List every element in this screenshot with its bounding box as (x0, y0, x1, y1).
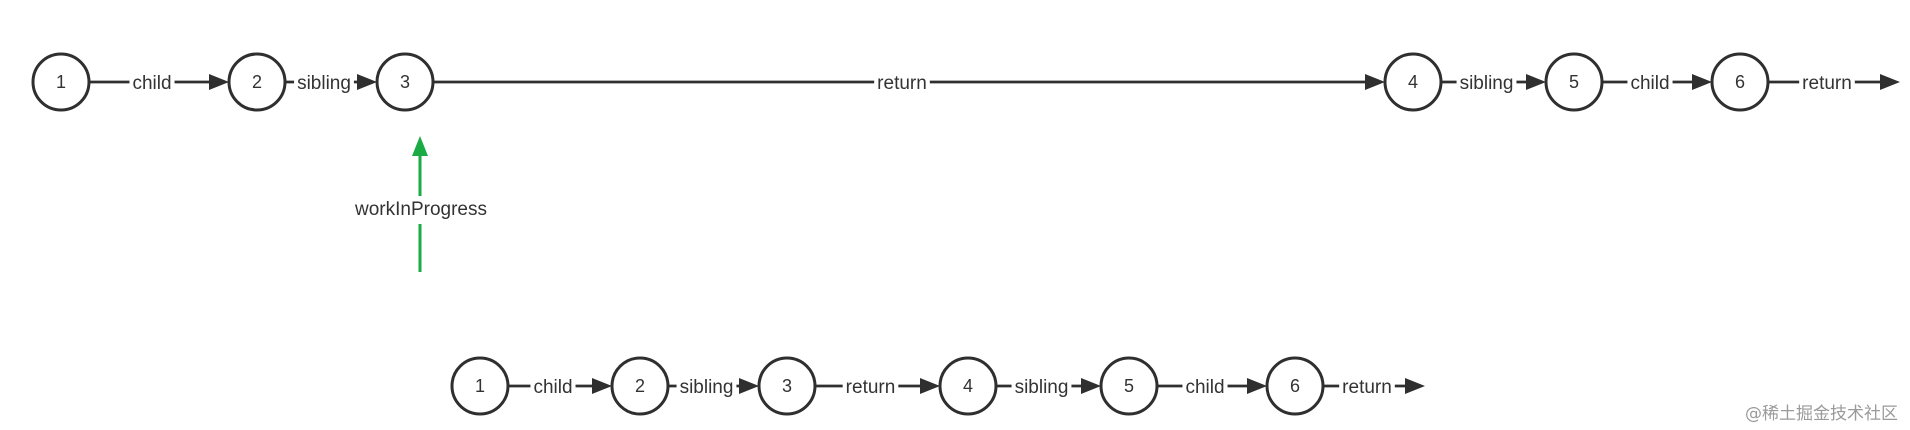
top-chain-edge-child-5: child (1602, 73, 1712, 94)
bottom-chain-edge-child-5: child (1157, 377, 1267, 398)
arrow-head (357, 74, 377, 90)
top-chain-node-6: 6 (1710, 52, 1770, 112)
edge-label: return (877, 73, 927, 94)
edge-label: sibling (1015, 377, 1069, 398)
arrow-head (1365, 74, 1385, 90)
node-label: 4 (1408, 72, 1418, 92)
edge-label-bg (1011, 377, 1072, 398)
bottom-chain-edge-child-1: child (508, 377, 612, 398)
edge-label: child (132, 73, 171, 94)
bottom-chain-node-4: 4 (938, 356, 998, 416)
edge-label-bg (530, 377, 576, 398)
edge-label: child (1630, 73, 1669, 94)
node-label: 1 (56, 72, 66, 92)
arrow-head (592, 378, 612, 394)
top-chain-edge-return-6: return (1768, 73, 1900, 94)
arrow-head (920, 378, 940, 394)
node-label: 3 (400, 72, 410, 92)
arrow-head (1692, 74, 1712, 90)
top-chain-edge-sibling-4: sibling (1441, 73, 1546, 94)
node-circle (610, 356, 670, 416)
edge-label-bg (294, 73, 354, 94)
edge-label-bg (874, 73, 930, 94)
node-circle (1544, 52, 1604, 112)
work-in-progress-pointer: workInProgress (354, 136, 487, 272)
arrow-head (1081, 378, 1101, 394)
node-label: 3 (782, 376, 792, 396)
node-circle (1710, 52, 1770, 112)
bottom-chain-edge-return-6: return (1323, 377, 1425, 398)
top-chain-edge-return-3: return (433, 73, 1385, 94)
edge-label: return (846, 377, 896, 398)
pointer-label: workInProgress (354, 199, 487, 220)
pointer-arrow-head (412, 136, 428, 156)
edge-label-bg (1339, 377, 1395, 398)
node-circle (450, 356, 510, 416)
top-chain-edge-sibling-2: sibling (285, 73, 377, 94)
node-circle (227, 52, 287, 112)
node-label: 6 (1290, 376, 1300, 396)
bottom-chain-node-6: 6 (1265, 356, 1325, 416)
arrow-head (1405, 378, 1425, 394)
bottom-chain-edge-sibling-2: sibling (668, 377, 759, 398)
node-circle (31, 52, 91, 112)
top-chain-node-3: 3 (375, 52, 435, 112)
arrow-head (1247, 378, 1267, 394)
node-circle (375, 52, 435, 112)
node-circle (757, 356, 817, 416)
edge-label-bg (1799, 73, 1855, 94)
bottom-chain-node-2: 2 (610, 356, 670, 416)
watermark: @稀土掘金技术社区 (1745, 404, 1898, 424)
edge-label: return (1342, 377, 1392, 398)
node-label: 6 (1735, 72, 1745, 92)
node-label: 5 (1124, 376, 1134, 396)
arrow-head (209, 74, 229, 90)
edge-label: sibling (680, 377, 734, 398)
edge-label-bg (1456, 73, 1517, 94)
edge-label-bg (1627, 73, 1673, 94)
bottom-chain: child sibling return sibling child return 1 2 3 4… (450, 356, 1425, 416)
edge-label: sibling (1460, 73, 1514, 94)
arrow-head (1880, 74, 1900, 90)
arrow-head (739, 378, 759, 394)
edge-label-bg (842, 377, 899, 398)
edge-label: return (1802, 73, 1852, 94)
top-chain-node-5: 5 (1544, 52, 1604, 112)
edge-label: child (1185, 377, 1224, 398)
bottom-chain-node-3: 3 (757, 356, 817, 416)
edge-label-bg (1182, 377, 1228, 398)
node-label: 5 (1569, 72, 1579, 92)
top-chain: child sibling return sibling child return 1 2 3 4… (31, 52, 1900, 112)
top-chain-node-4: 4 (1383, 52, 1443, 112)
top-chain-node-2: 2 (227, 52, 287, 112)
bottom-chain-node-5: 5 (1099, 356, 1159, 416)
edge-label: sibling (297, 73, 351, 94)
bottom-chain-edge-return-3: return (815, 377, 940, 398)
node-label: 4 (963, 376, 973, 396)
edge-label-bg (129, 73, 175, 94)
node-label: 2 (635, 376, 645, 396)
node-label: 1 (475, 376, 485, 396)
arrow-head (1526, 74, 1546, 90)
node-circle (1383, 52, 1443, 112)
node-label: 2 (252, 72, 262, 92)
edge-label: child (533, 377, 572, 398)
bottom-chain-node-1: 1 (450, 356, 510, 416)
top-chain-node-1: 1 (31, 52, 91, 112)
node-circle (1265, 356, 1325, 416)
node-circle (1099, 356, 1159, 416)
node-circle (938, 356, 998, 416)
top-chain-edge-child-1: child (89, 73, 229, 94)
bottom-chain-edge-sibling-4: sibling (996, 377, 1101, 398)
edge-label-bg (676, 377, 737, 398)
